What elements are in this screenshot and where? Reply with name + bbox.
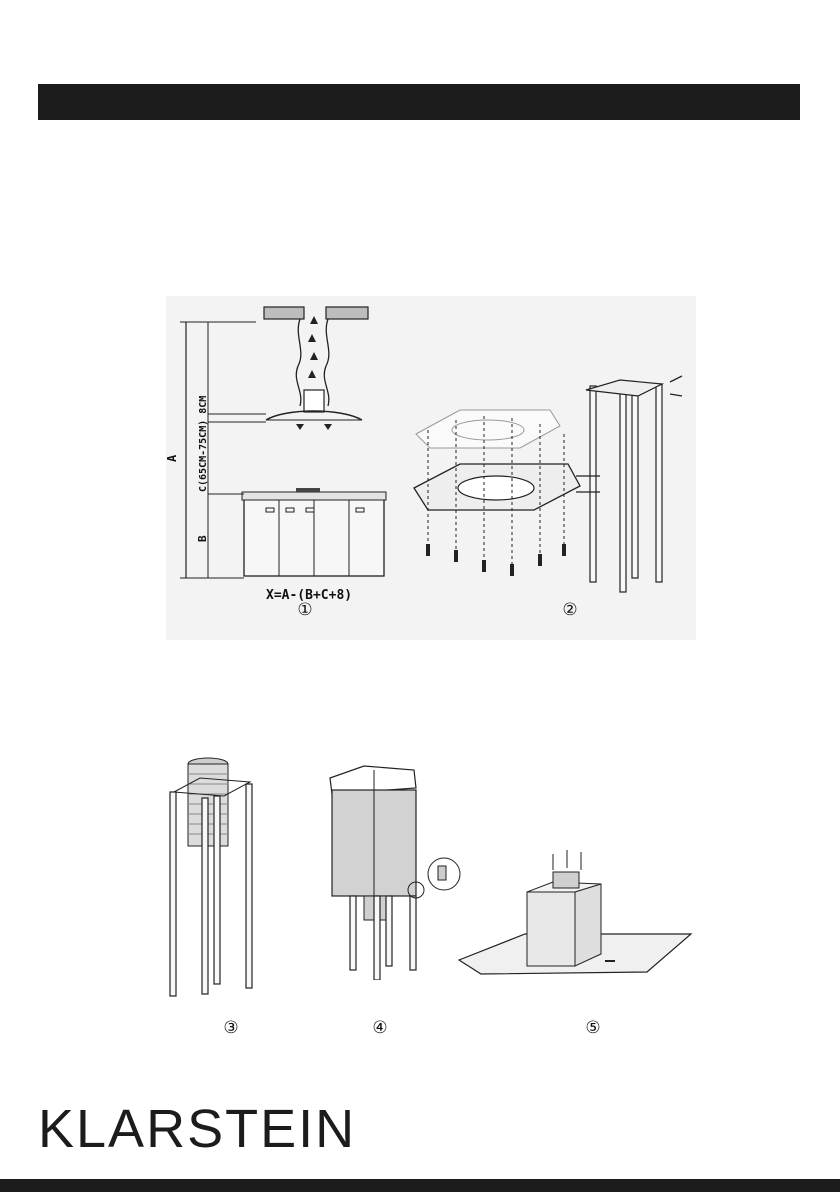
figure-1-measurement-diagram: A B C(65CM-75CM) 8CM X=A-(B+C+8) (166, 296, 406, 640)
figure-1-label: ① (290, 600, 320, 620)
figure-2-label: ② (555, 600, 585, 620)
dim-b-label: B (196, 535, 209, 542)
figure-3-duct-frame-diagram (160, 752, 270, 1002)
footer-bar (0, 1179, 840, 1192)
figure-3-label: ③ (216, 1018, 246, 1038)
figure-5-label: ⑤ (578, 1018, 608, 1038)
dim-c-label: C(65CM-75CM) 8CM (198, 396, 209, 492)
brand-logo: KLARSTEIN (38, 1102, 356, 1156)
header-bar (38, 84, 800, 120)
figure-4-chimney-cover-diagram (320, 760, 470, 980)
figure-5-hood-body-diagram (455, 850, 705, 990)
figure-4-label: ④ (365, 1018, 395, 1038)
dim-a-label: A (166, 454, 179, 462)
figure-2-mounting-frame-diagram (400, 360, 700, 600)
